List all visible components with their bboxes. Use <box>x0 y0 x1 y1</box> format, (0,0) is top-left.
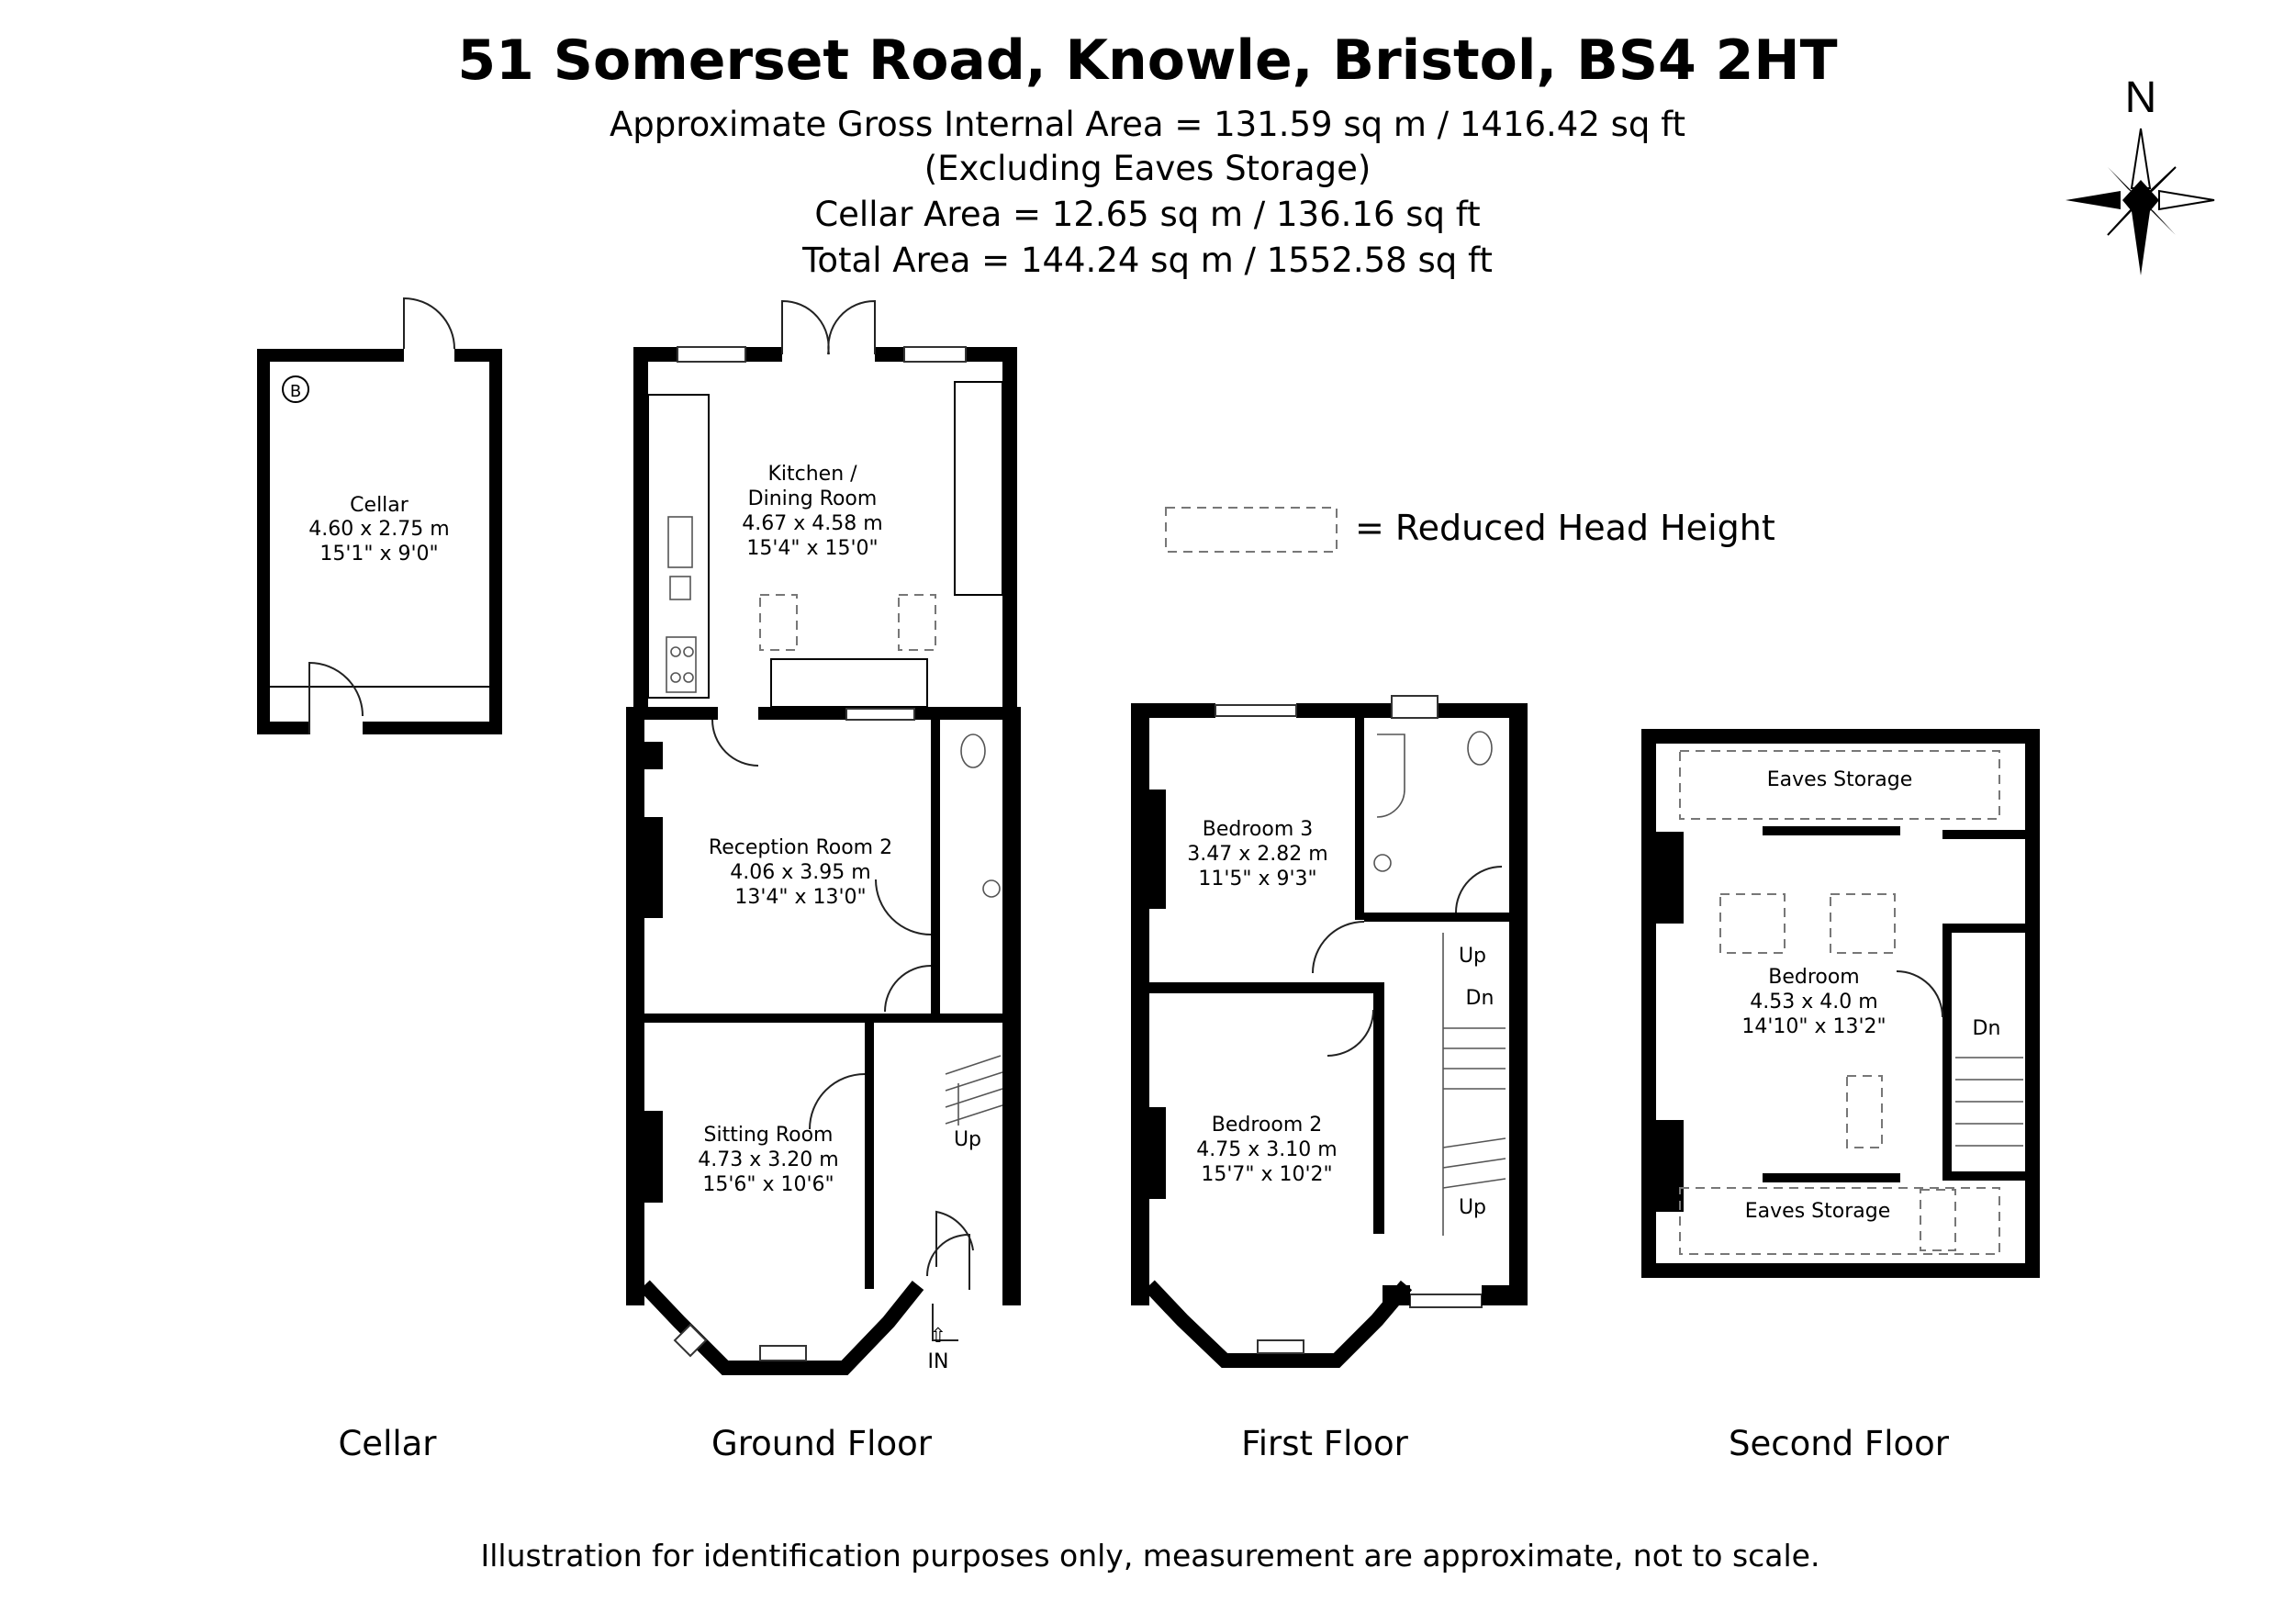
entrance-arrow-icon: ⇧ <box>930 1325 946 1348</box>
bedroom3-imperial: 11'5" x 9'3" <box>1198 868 1316 890</box>
ground-floor-plan: Up ⇧ IN Kitchen / Dining Room 4.67 x 4.5… <box>626 299 1021 1375</box>
gross-internal-area: Approximate Gross Internal Area = 131.59… <box>610 105 1685 144</box>
floor-label-ground: Ground Floor <box>711 1424 933 1463</box>
first-stairs-down: Dn <box>1466 987 1495 1010</box>
reception-imperial: 13'4" x 13'0" <box>734 886 866 909</box>
cellar-name: Cellar <box>350 494 409 517</box>
cellar-plan: B Cellar 4.60 x 2.75 m 15'1" x 9'0" <box>257 297 502 734</box>
reception-name: Reception Room 2 <box>709 836 892 859</box>
bedroom-top-name: Bedroom <box>1768 966 1860 989</box>
sitting-metric: 4.73 x 3.20 m <box>698 1148 838 1171</box>
cellar-imperial: 15'1" x 9'0" <box>319 543 438 566</box>
floor-label-cellar: Cellar <box>338 1424 437 1463</box>
second-stairs-down: Dn <box>1973 1017 2001 1040</box>
cellar-area: Cellar Area = 12.65 sq m / 136.16 sq ft <box>814 195 1480 234</box>
bedroom3-metric: 3.47 x 2.82 m <box>1187 843 1327 866</box>
total-area: Total Area = 144.24 sq m / 1552.58 sq ft <box>801 241 1493 280</box>
sitting-name: Sitting Room <box>704 1124 834 1147</box>
first-floor-plan: Up Dn Up Bedroom 3 3.47 x 2.82 m 11'5" x… <box>1131 695 1528 1368</box>
ground-stairs-up: Up <box>954 1128 981 1151</box>
cellar-metric: 4.60 x 2.75 m <box>308 518 449 541</box>
boiler-label: B <box>290 382 301 401</box>
kitchen-name-line1: Kitchen / <box>767 463 857 486</box>
legend: = Reduced Head Height <box>1165 507 1775 553</box>
sitting-imperial: 15'6" x 10'6" <box>702 1173 834 1196</box>
kitchen-metric: 4.67 x 4.58 m <box>742 512 882 535</box>
property-address-title: 51 Somerset Road, Knowle, Bristol, BS4 2… <box>457 28 1837 93</box>
excluding-eaves-note: (Excluding Eaves Storage) <box>924 149 1371 188</box>
eaves-storage-bottom: Eaves Storage <box>1745 1200 1890 1223</box>
legend-label: = Reduced Head Height <box>1355 508 1775 548</box>
disclaimer: Illustration for identification purposes… <box>481 1538 1820 1574</box>
bedroom2-metric: 4.75 x 3.10 m <box>1196 1138 1337 1161</box>
boiler-icon <box>282 375 309 403</box>
bedroom-top-metric: 4.53 x 4.0 m <box>1750 991 1877 1014</box>
first-stairs-up-bottom: Up <box>1459 1196 1486 1219</box>
north-arrow-icon: N <box>2066 73 2215 275</box>
north-label: N <box>2125 73 2157 122</box>
stairs-icon <box>1955 1057 2023 1147</box>
stairs-icon <box>1442 933 1506 1236</box>
kitchen-imperial: 15'4" x 15'0" <box>746 537 878 560</box>
second-floor-plan: Dn Eaves Storage Eaves Storage Bedroom 4… <box>1641 729 2040 1278</box>
first-stairs-up-top: Up <box>1459 945 1486 968</box>
entrance-label: IN <box>928 1350 949 1373</box>
bedroom2-imperial: 15'7" x 10'2" <box>1201 1163 1332 1186</box>
reception-metric: 4.06 x 3.95 m <box>730 861 870 884</box>
floor-label-second: Second Floor <box>1729 1424 1950 1463</box>
eaves-storage-top: Eaves Storage <box>1767 768 1912 791</box>
bedroom3-name: Bedroom 3 <box>1203 818 1314 841</box>
floor-label-first: First Floor <box>1241 1424 1408 1463</box>
bedroom-top-imperial: 14'10" x 13'2" <box>1741 1015 1886 1038</box>
bedroom2-name: Bedroom 2 <box>1212 1114 1323 1137</box>
header: 51 Somerset Road, Knowle, Bristol, BS4 2… <box>457 28 1837 280</box>
stairs-icon <box>945 1055 1003 1126</box>
dashed-rectangle-icon <box>1165 507 1338 553</box>
kitchen-name-line2: Dining Room <box>748 487 878 510</box>
